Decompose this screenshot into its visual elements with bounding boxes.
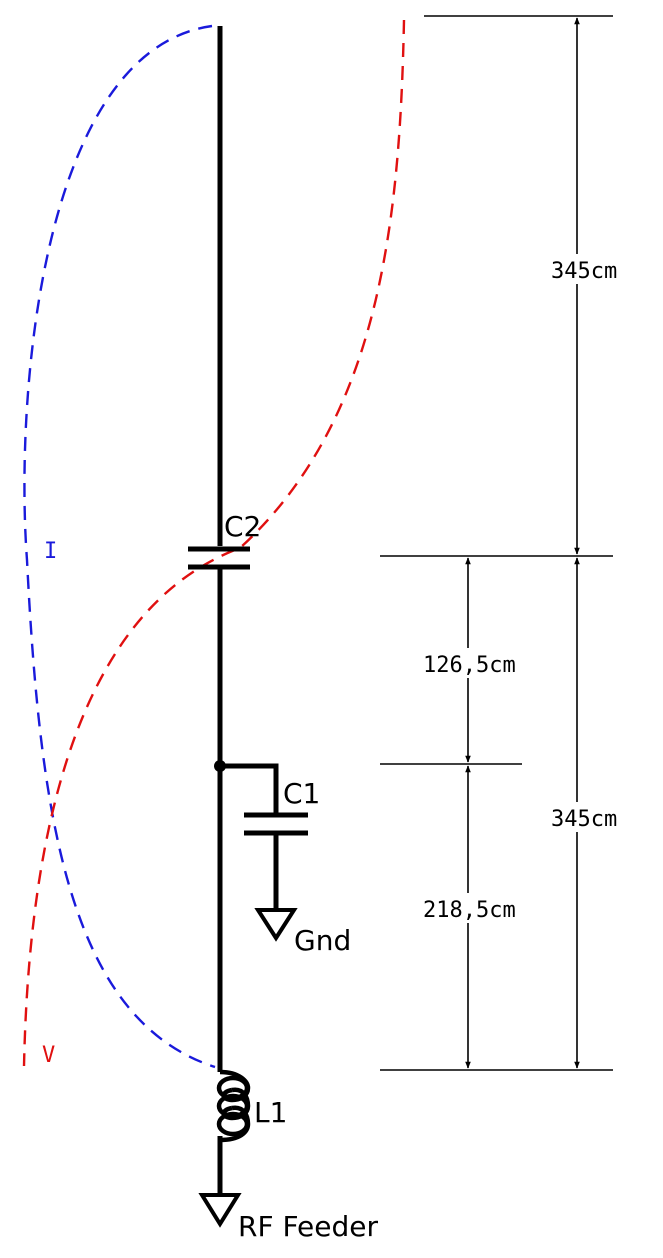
current-curve xyxy=(23,24,216,1069)
voltage-label: V xyxy=(42,1043,55,1068)
rf-feeder-label: RF Feeder xyxy=(238,1210,378,1243)
gnd-label: Gnd xyxy=(294,924,351,957)
dim-lower-label: 345cm xyxy=(551,807,617,832)
dim-c2-c1-label: 126,5cm xyxy=(423,653,516,678)
ground-symbol xyxy=(254,908,298,942)
c1-branch-wire xyxy=(220,763,279,815)
l1-coil xyxy=(216,1069,251,1143)
current-label: I xyxy=(44,539,57,564)
c1-label: C1 xyxy=(283,777,320,810)
dim-upper-label: 345cm xyxy=(551,259,617,284)
l1-label: L1 xyxy=(254,1096,287,1129)
voltage-curve xyxy=(22,19,406,1067)
dim-c1-base-label: 218,5cm xyxy=(423,898,516,923)
c2-label: C2 xyxy=(224,510,261,543)
feeder-terminal-symbol xyxy=(198,1193,242,1228)
